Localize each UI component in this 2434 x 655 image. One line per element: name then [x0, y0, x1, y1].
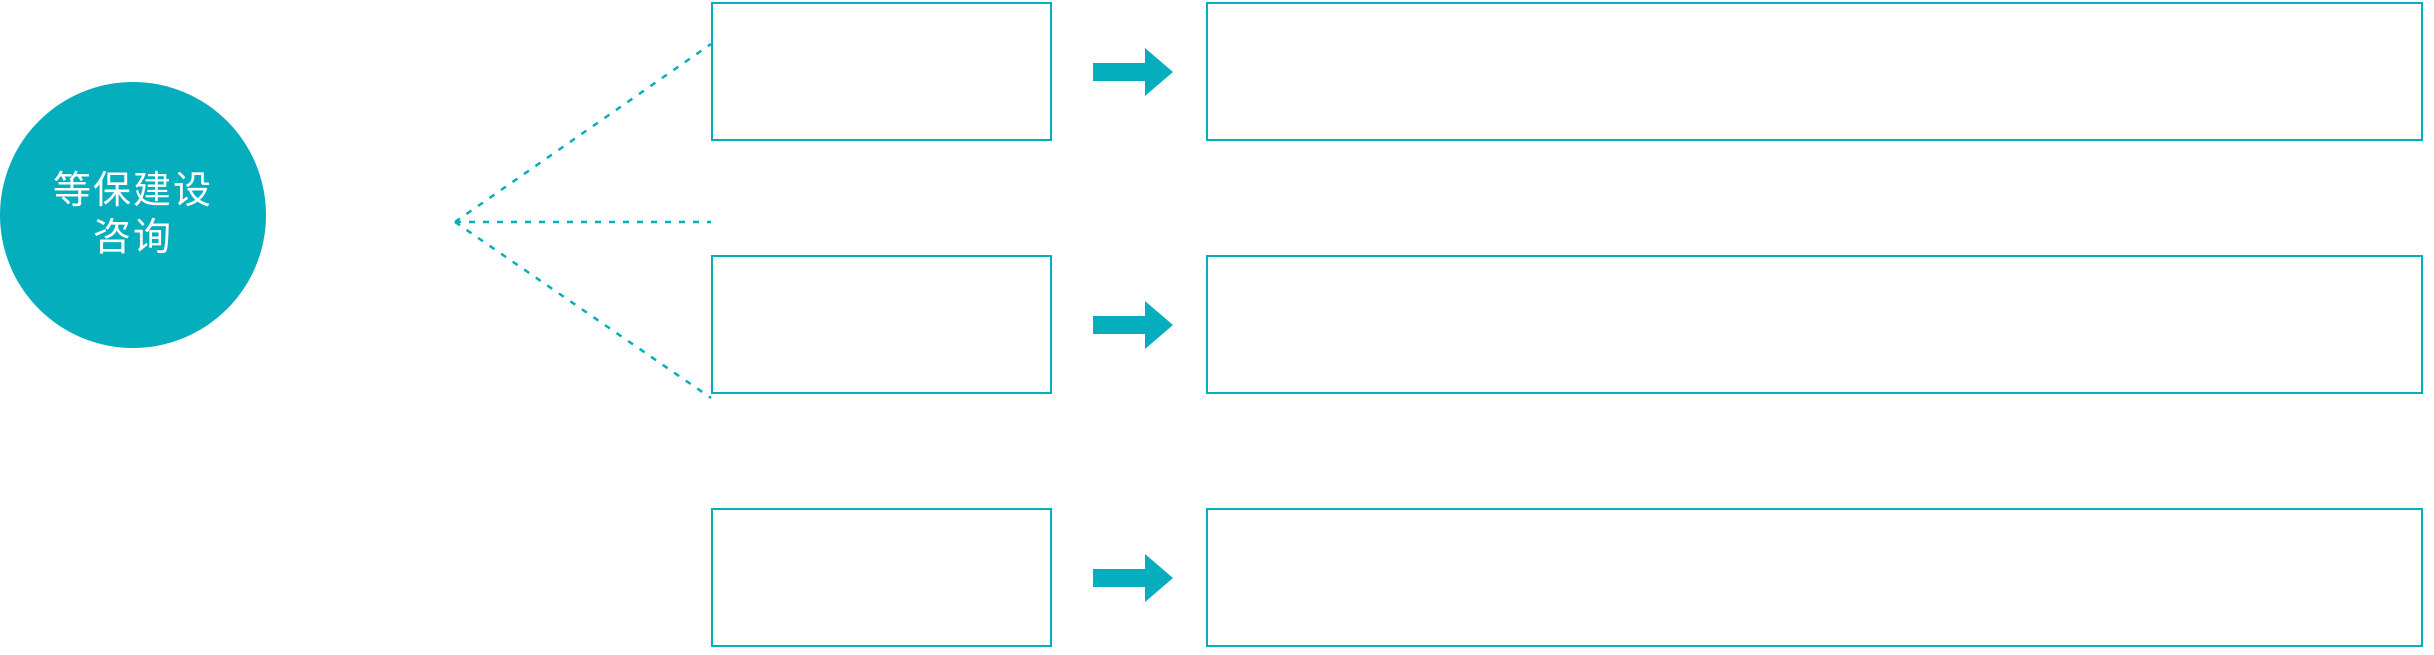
hub-circle[interactable]: 等保建设 咨询: [0, 82, 266, 348]
label-box-1[interactable]: [711, 2, 1052, 141]
detail-box-3[interactable]: [1206, 508, 2423, 647]
detail-box-2[interactable]: [1206, 255, 2423, 394]
detail-box-1[interactable]: [1206, 2, 2423, 141]
label-box-3[interactable]: [711, 508, 1052, 647]
arrow-right-icon: [1093, 554, 1173, 602]
diagram-row: [0, 255, 2434, 396]
arrow-right-icon: [1093, 301, 1173, 349]
hub-label-line-1: 等保建设: [52, 170, 213, 212]
arrow-right-icon: [1093, 48, 1173, 96]
diagram-row: [0, 2, 2434, 143]
hub-label-line-2: 咨询: [92, 217, 173, 259]
label-box-2[interactable]: [711, 255, 1052, 394]
diagram-row: [0, 508, 2434, 649]
